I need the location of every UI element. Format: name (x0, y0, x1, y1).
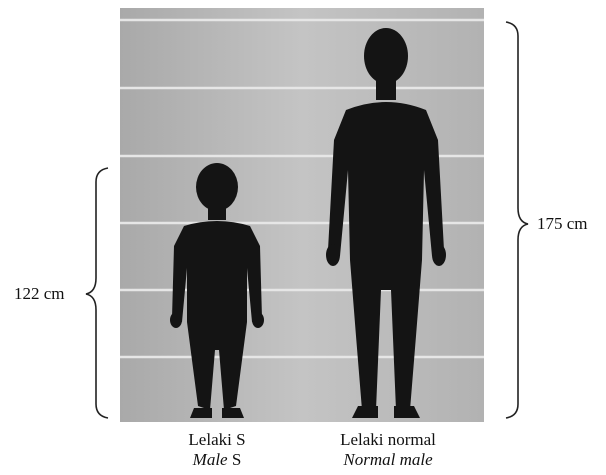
right-caption-line2: Normal male (320, 450, 456, 470)
right-height-label: 175 cm (537, 214, 588, 234)
left-caption-suffix: S (228, 450, 242, 469)
left-caption-line2: Male S (172, 450, 262, 470)
left-caption-line1: Lelaki S (172, 430, 262, 450)
right-caption: Lelaki normal Normal male (320, 430, 456, 470)
right-bracket (506, 22, 528, 418)
left-caption-italic: Male (193, 450, 228, 469)
left-caption: Lelaki S Male S (172, 430, 262, 470)
right-caption-line1: Lelaki normal (320, 430, 456, 450)
left-bracket (86, 168, 108, 418)
left-height-label: 122 cm (14, 284, 65, 304)
